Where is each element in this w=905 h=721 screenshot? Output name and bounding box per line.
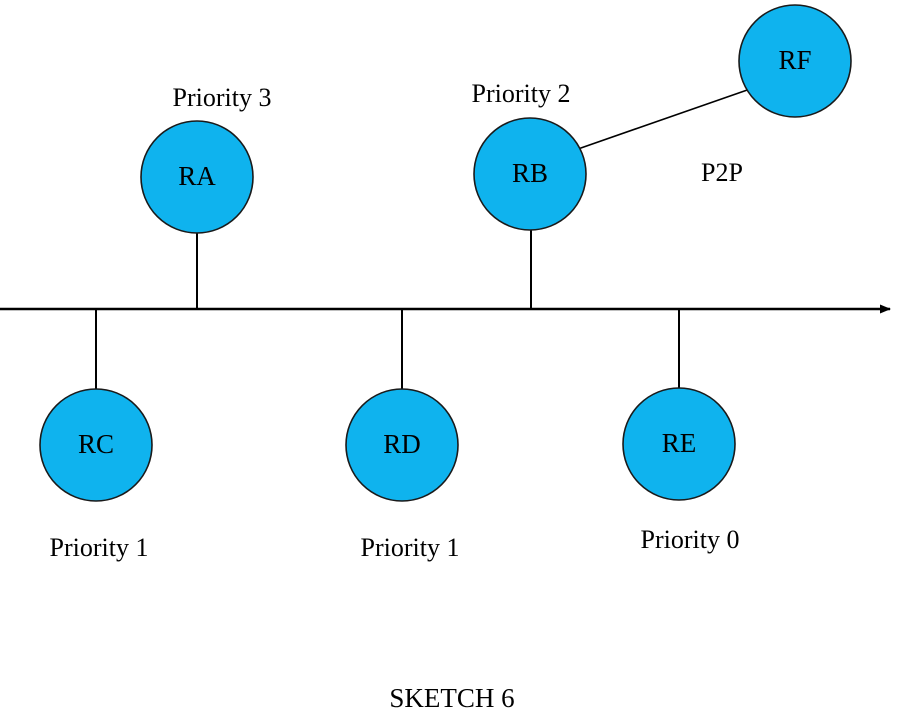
label-priority-1-rc: Priority 1	[50, 533, 149, 562]
p2p-link-rb-rf[interactable]	[577, 87, 754, 150]
node-rf-label: RF	[778, 45, 811, 75]
label-priority-0-re: Priority 0	[641, 525, 740, 554]
node-rc-label: RC	[78, 429, 114, 459]
node-rb-circle[interactable]	[473, 117, 587, 231]
diagram-caption: SKETCH 6	[389, 683, 514, 713]
node-rc[interactable]: RC	[39, 388, 153, 502]
node-rf-circle[interactable]	[738, 4, 852, 118]
node-re[interactable]: RE	[622, 387, 736, 501]
node-re-circle[interactable]	[622, 387, 736, 501]
node-rf[interactable]: RF	[738, 4, 852, 118]
label-priority-1-rd: Priority 1	[361, 533, 460, 562]
node-ra-circle[interactable]	[140, 120, 254, 234]
node-rc-circle[interactable]	[39, 388, 153, 502]
node-rd[interactable]: RD	[345, 388, 459, 502]
label-p2p: P2P	[701, 158, 743, 187]
node-rd-label: RD	[383, 429, 421, 459]
label-priority-3: Priority 3	[173, 83, 272, 112]
node-rb[interactable]: RB	[473, 117, 587, 231]
node-ra[interactable]: RA	[140, 120, 254, 234]
node-ra-label: RA	[178, 161, 216, 191]
node-rd-circle[interactable]	[345, 388, 459, 502]
node-rb-label: RB	[512, 158, 548, 188]
node-re-label: RE	[662, 428, 697, 458]
label-priority-2: Priority 2	[472, 79, 571, 108]
